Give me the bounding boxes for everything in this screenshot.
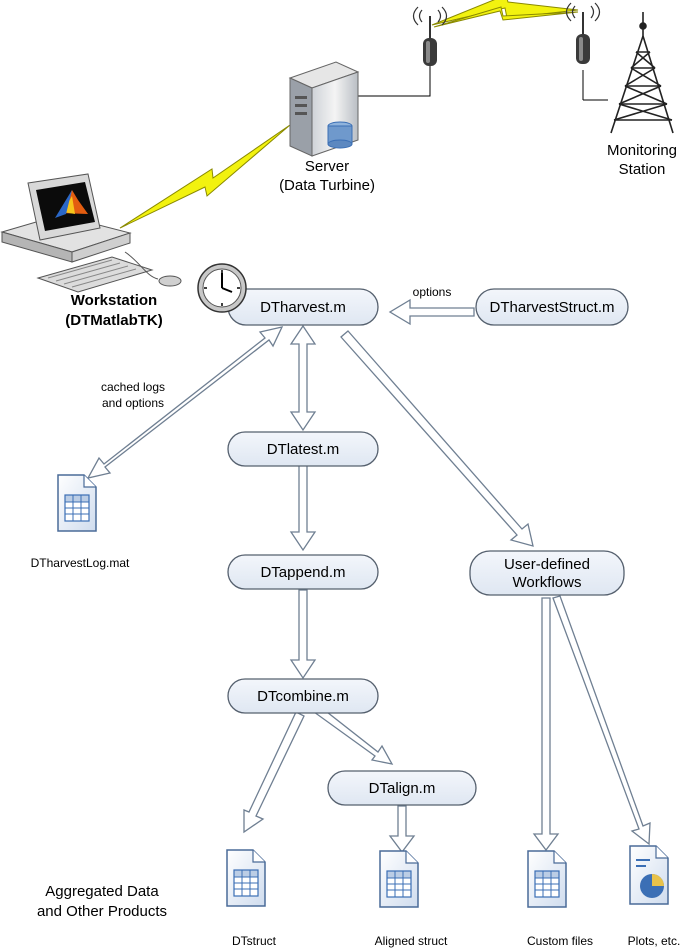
workstation-label: Workstation <box>71 292 157 309</box>
node-workflows[interactable]: User-defined Workflows <box>469 550 625 596</box>
node-dtharveststruct[interactable]: DTharvestStruct.m <box>475 288 629 326</box>
section-caption-line1: Aggregated Data <box>45 883 159 900</box>
file-icon-aligned <box>379 850 419 908</box>
node-dtharvest-label: DTharvest.m <box>260 299 346 316</box>
lightning-bolt-icon <box>431 0 579 26</box>
cached-logs-label: cached logs <box>101 380 165 394</box>
network-link <box>358 66 431 97</box>
node-dtcombine-label: DTcombine.m <box>257 688 349 705</box>
lightning-bolt-icon <box>119 124 291 229</box>
server-sublabel: (Data Turbine) <box>279 177 375 194</box>
node-dtlatest[interactable]: DTlatest.m <box>227 431 379 467</box>
server-label: Server <box>305 158 349 175</box>
node-dtappend[interactable]: DTappend.m <box>227 554 379 590</box>
file-label-plots: Plots, etc. <box>628 934 681 948</box>
antenna-icon <box>412 6 448 66</box>
station-label: Monitoring <box>607 142 677 159</box>
arrow-workflows-custom <box>532 597 560 852</box>
file-label-dtstruct: DTstruct <box>232 934 277 948</box>
arrow-workflows-plots <box>552 595 651 846</box>
node-dtalign[interactable]: DTalign.m <box>327 770 477 806</box>
station-sublabel: Station <box>619 161 666 178</box>
node-dtharveststruct-label: DTharvestStruct.m <box>489 299 614 316</box>
arrow-append-combine <box>289 589 317 680</box>
node-workflows-label-2: Workflows <box>513 574 582 591</box>
arrow-latest-append <box>289 463 317 552</box>
workstation-icon <box>0 173 182 293</box>
chart-file-icon <box>629 845 669 905</box>
node-dtharvest[interactable]: DTharvest.m <box>227 288 379 326</box>
file-icon-dtstruct <box>226 849 266 907</box>
node-dtlatest-label: DTlatest.m <box>267 441 340 458</box>
options-label: options <box>413 285 452 299</box>
clock-icon <box>197 263 247 313</box>
arrow-options <box>388 298 475 326</box>
section-caption-line2: and Other Products <box>37 903 167 920</box>
file-icon-log <box>57 474 97 532</box>
file-icon-custom <box>527 850 567 908</box>
arrow-harvest-latest <box>289 324 317 432</box>
arrow-combine-dtstruct <box>243 711 305 834</box>
node-dtcombine[interactable]: DTcombine.m <box>227 678 379 714</box>
file-label-log: DTharvestLog.mat <box>31 556 130 570</box>
workstation-sublabel: (DTMatlabTK) <box>65 312 163 329</box>
monitoring-tower-icon <box>610 12 674 134</box>
node-dtappend-label: DTappend.m <box>260 564 345 581</box>
lightning-bolt-icon <box>433 6 579 28</box>
cached-options-label: and options <box>102 396 164 410</box>
file-label-aligned: Aligned struct <box>375 934 448 948</box>
arrow-combine-align <box>313 704 394 765</box>
arrow-harvest-workflows <box>340 330 534 547</box>
node-dtalign-label: DTalign.m <box>369 780 436 797</box>
server-icon <box>288 61 360 157</box>
antenna-icon <box>565 2 601 64</box>
arrow-align-aligned <box>388 805 416 854</box>
node-workflows-label-1: User-defined <box>504 556 590 573</box>
file-label-custom: Custom files <box>527 934 593 948</box>
